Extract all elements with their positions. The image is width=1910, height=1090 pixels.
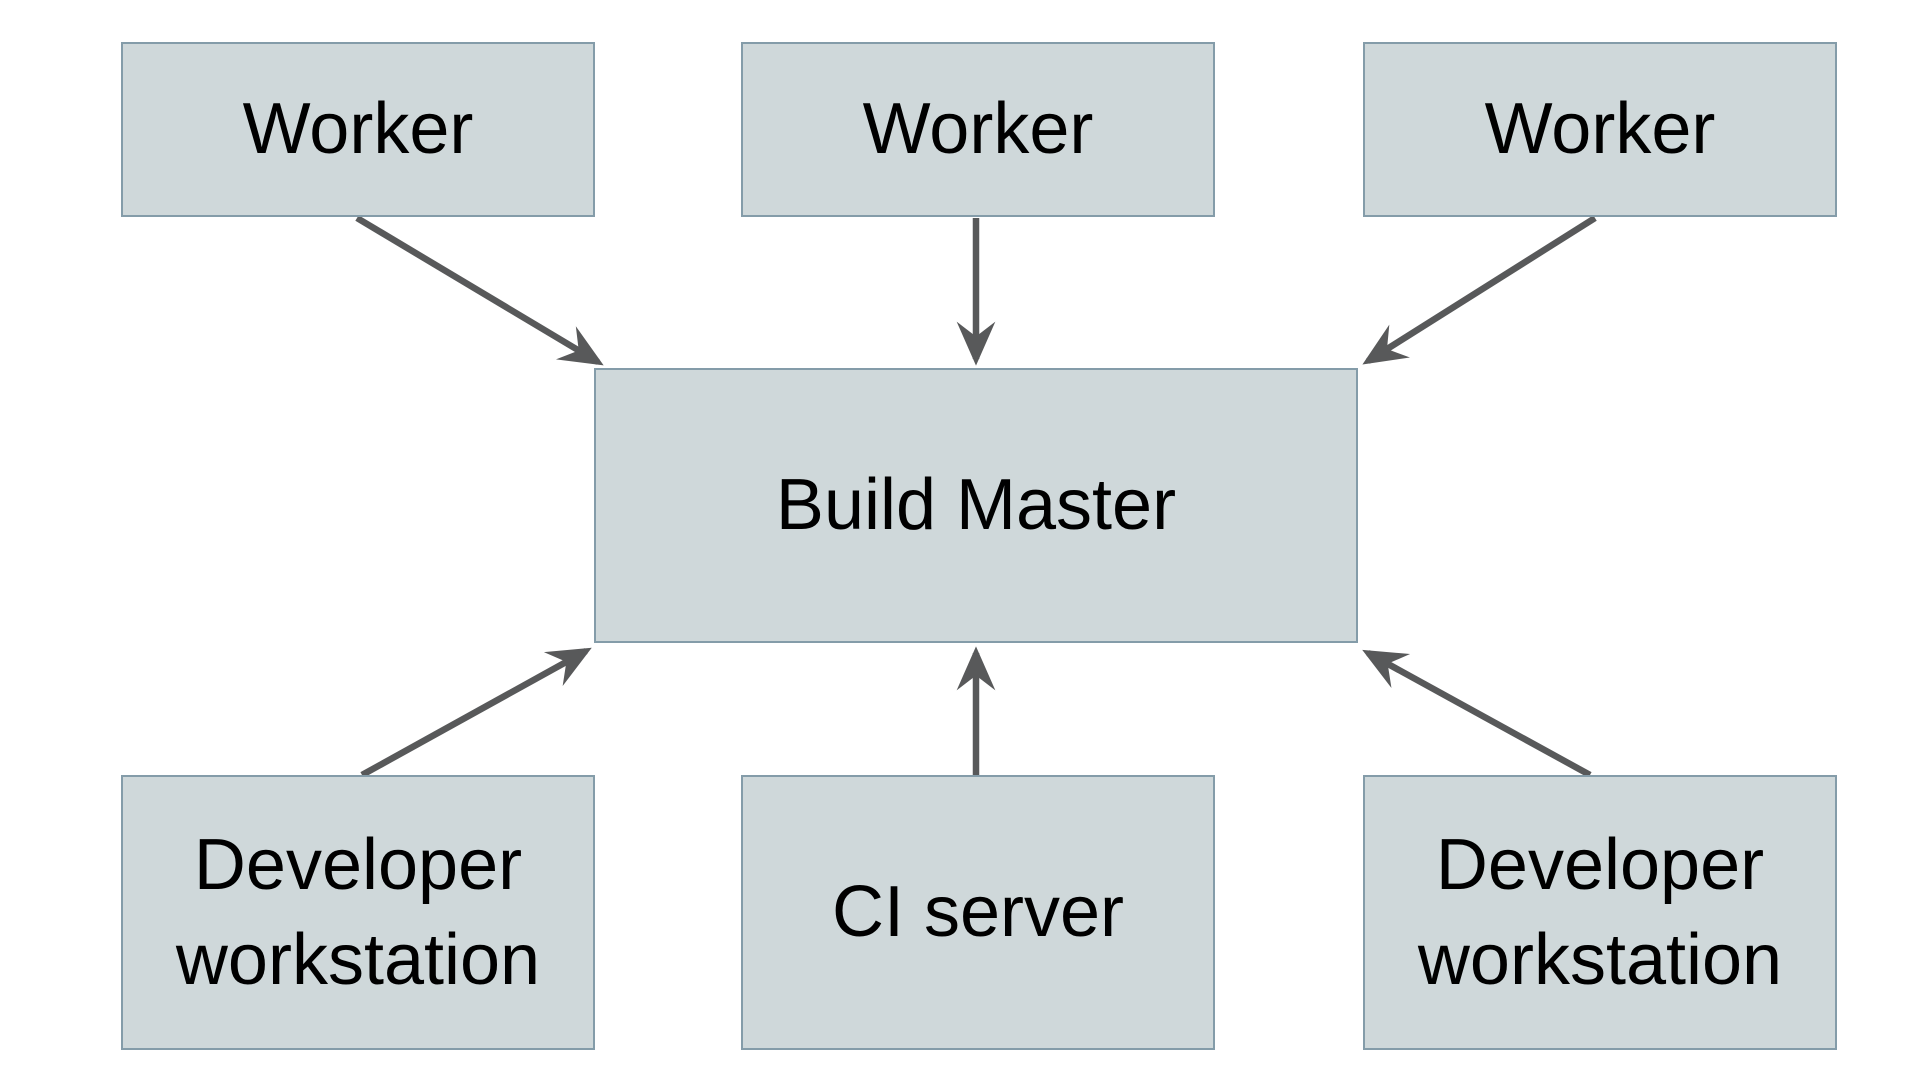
node-worker-2: Worker [741,42,1215,217]
node-worker-2-label: Worker [862,89,1094,170]
node-developer-workstation-right-label: Developer workstation [1417,825,1783,1000]
node-ci-server: CI server [741,775,1215,1050]
node-worker-3: Worker [1363,42,1837,217]
node-developer-workstation-left-label: Developer workstation [175,825,541,1000]
arrow-developer-workstation-left-to-build-master [360,647,592,778]
node-worker-1: Worker [121,42,595,217]
arrow-developer-workstation-right-to-build-master [1362,649,1592,778]
node-ci-server-label: CI server [831,872,1125,953]
arrow-worker-1-to-build-master [355,215,604,366]
node-build-master: Build Master [594,368,1358,643]
arrow-worker-3-to-build-master [1362,215,1597,365]
node-developer-workstation-right: Developer workstation [1363,775,1837,1050]
node-worker-3-label: Worker [1484,89,1716,170]
node-build-master-label: Build Master [775,465,1177,546]
node-developer-workstation-left: Developer workstation [121,775,595,1050]
node-worker-1-label: Worker [242,89,474,170]
